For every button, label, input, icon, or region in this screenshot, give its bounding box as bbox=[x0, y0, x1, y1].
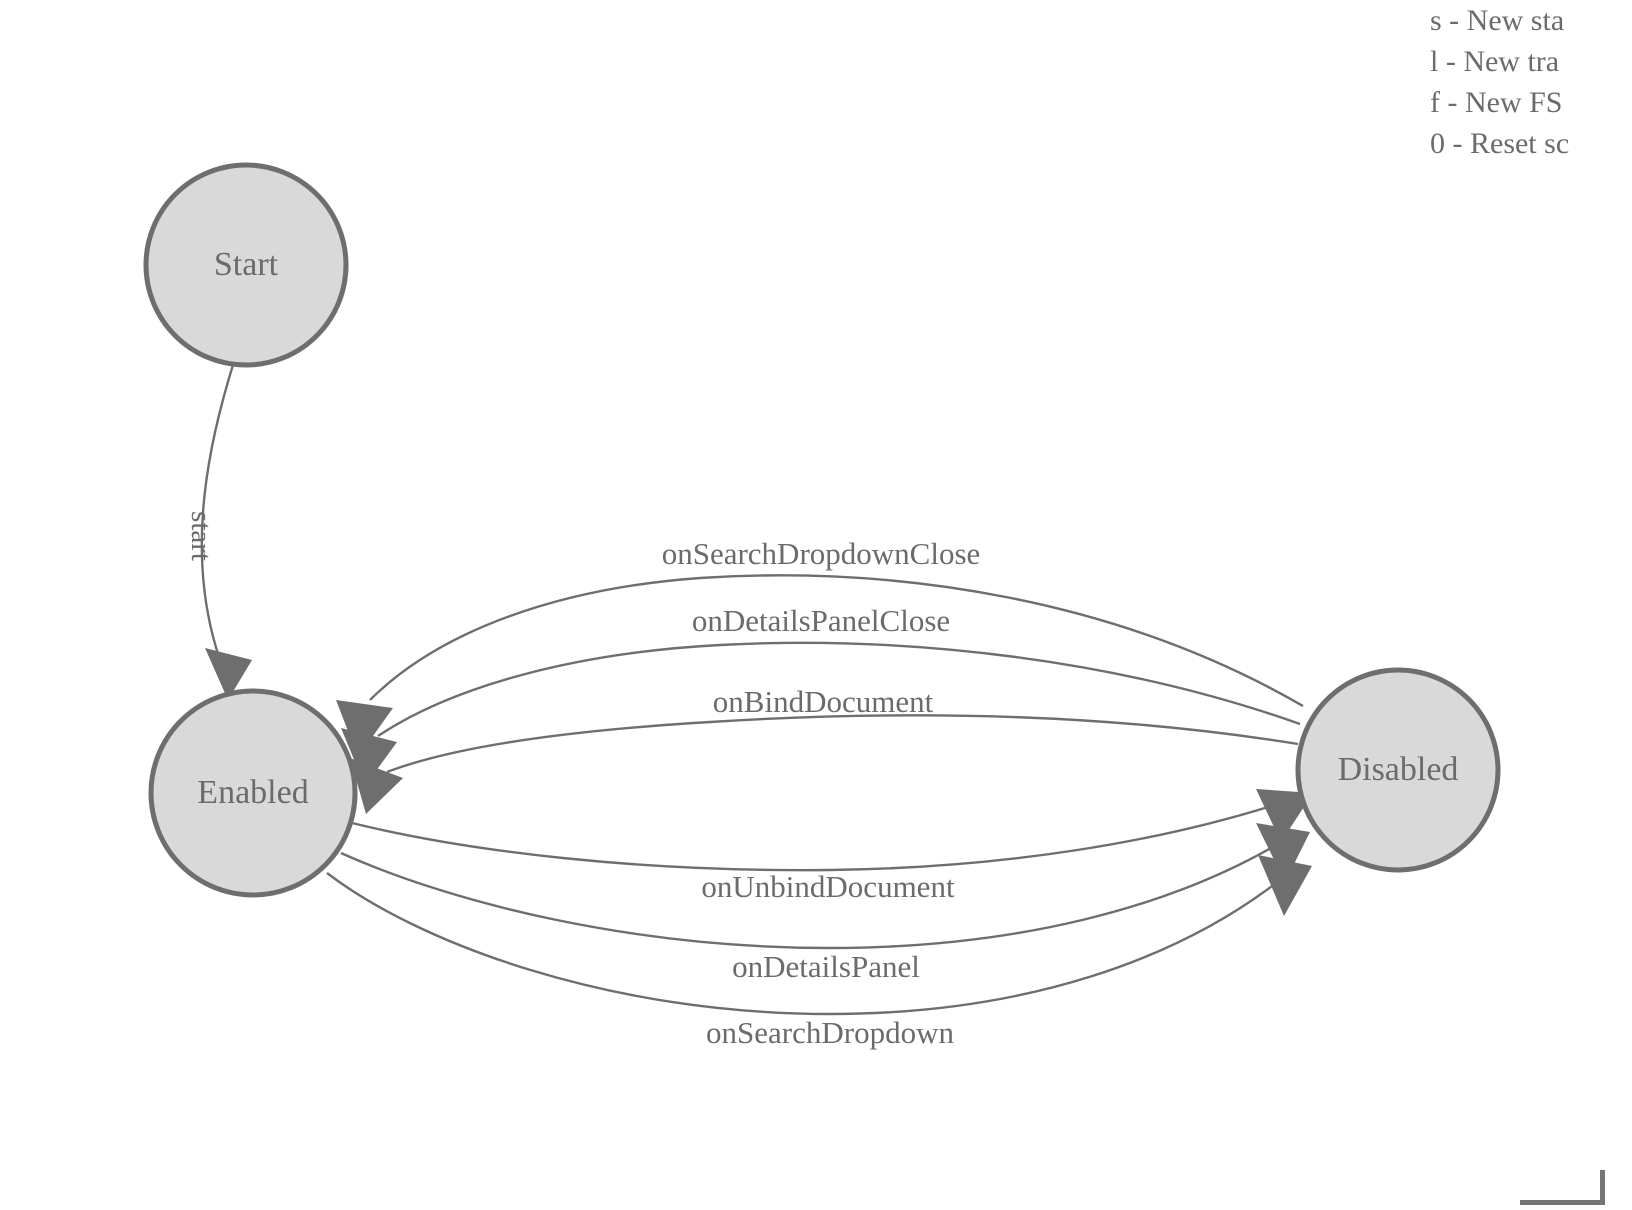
edge-on-details-panel[interactable] bbox=[340, 823, 1310, 950]
node-disabled[interactable]: Disabled bbox=[1295, 667, 1501, 873]
edge-on-details-panel-path bbox=[340, 836, 1289, 950]
canvas-frame-horizontal-edge bbox=[1520, 1200, 1605, 1205]
node-disabled-label: Disabled bbox=[1338, 751, 1459, 788]
node-disabled-circle[interactable] bbox=[1295, 667, 1501, 873]
canvas-frame-corner bbox=[1520, 1170, 1632, 1210]
edge-start[interactable] bbox=[200, 364, 252, 700]
edge-label-on-bind-document: onBindDocument bbox=[713, 684, 934, 719]
edge-label-on-details-panel-close: onDetailsPanelClose bbox=[692, 603, 950, 638]
edge-start-path bbox=[200, 364, 235, 661]
edge-on-unbind-document[interactable] bbox=[351, 789, 1313, 872]
help-line-new-fsm: f - New FS bbox=[1430, 86, 1563, 119]
edge-on-search-dropdown-arrowhead bbox=[1258, 855, 1312, 916]
node-start-circle[interactable] bbox=[143, 162, 349, 368]
help-line-new-transition: l - New tra bbox=[1430, 45, 1560, 78]
edge-start-arrowhead bbox=[205, 648, 252, 700]
edge-label-on-unbind-document: onUnbindDocument bbox=[701, 869, 955, 904]
edge-on-search-dropdown-close-path bbox=[369, 574, 1304, 708]
edge-on-bind-document-path bbox=[386, 714, 1299, 774]
edge-on-details-panel-close-path bbox=[377, 641, 1301, 737]
help-line-reset-scale: 0 - Reset sc bbox=[1430, 127, 1570, 160]
edge-on-bind-document[interactable] bbox=[350, 714, 1299, 814]
edge-on-search-dropdown-close-arrowhead bbox=[336, 700, 393, 757]
edge-on-search-dropdown[interactable] bbox=[326, 855, 1312, 1016]
edge-on-unbind-document-arrowhead bbox=[1256, 789, 1313, 842]
edge-label-on-details-panel: onDetailsPanel bbox=[732, 949, 920, 984]
edge-on-unbind-document-path bbox=[351, 798, 1291, 872]
canvas-frame-vertical-edge bbox=[1600, 1170, 1605, 1204]
edge-on-details-panel-close-arrowhead bbox=[341, 728, 397, 786]
edge-label-on-search-dropdown-close: onSearchDropdownClose bbox=[662, 536, 981, 571]
help-line-new-state: s - New sta bbox=[1430, 4, 1565, 37]
node-start[interactable]: Start bbox=[143, 162, 349, 368]
node-enabled-label: Enabled bbox=[197, 774, 308, 811]
edge-label-on-search-dropdown: onSearchDropdown bbox=[706, 1015, 954, 1050]
edge-on-bind-document-arrowhead bbox=[350, 758, 403, 814]
node-enabled-circle[interactable] bbox=[148, 688, 358, 898]
edge-on-details-panel-close[interactable] bbox=[341, 641, 1301, 786]
keyboard-help-overlay: s - New sta l - New tra f - New FS 0 - R… bbox=[1430, 0, 1632, 164]
edge-label-start: start bbox=[185, 511, 217, 561]
edge-on-details-panel-arrowhead bbox=[1256, 823, 1310, 882]
node-enabled[interactable]: Enabled bbox=[148, 688, 358, 898]
node-start-label: Start bbox=[214, 246, 279, 283]
edge-on-search-dropdown-path bbox=[326, 871, 1291, 1016]
edge-on-search-dropdown-close[interactable] bbox=[336, 574, 1304, 757]
